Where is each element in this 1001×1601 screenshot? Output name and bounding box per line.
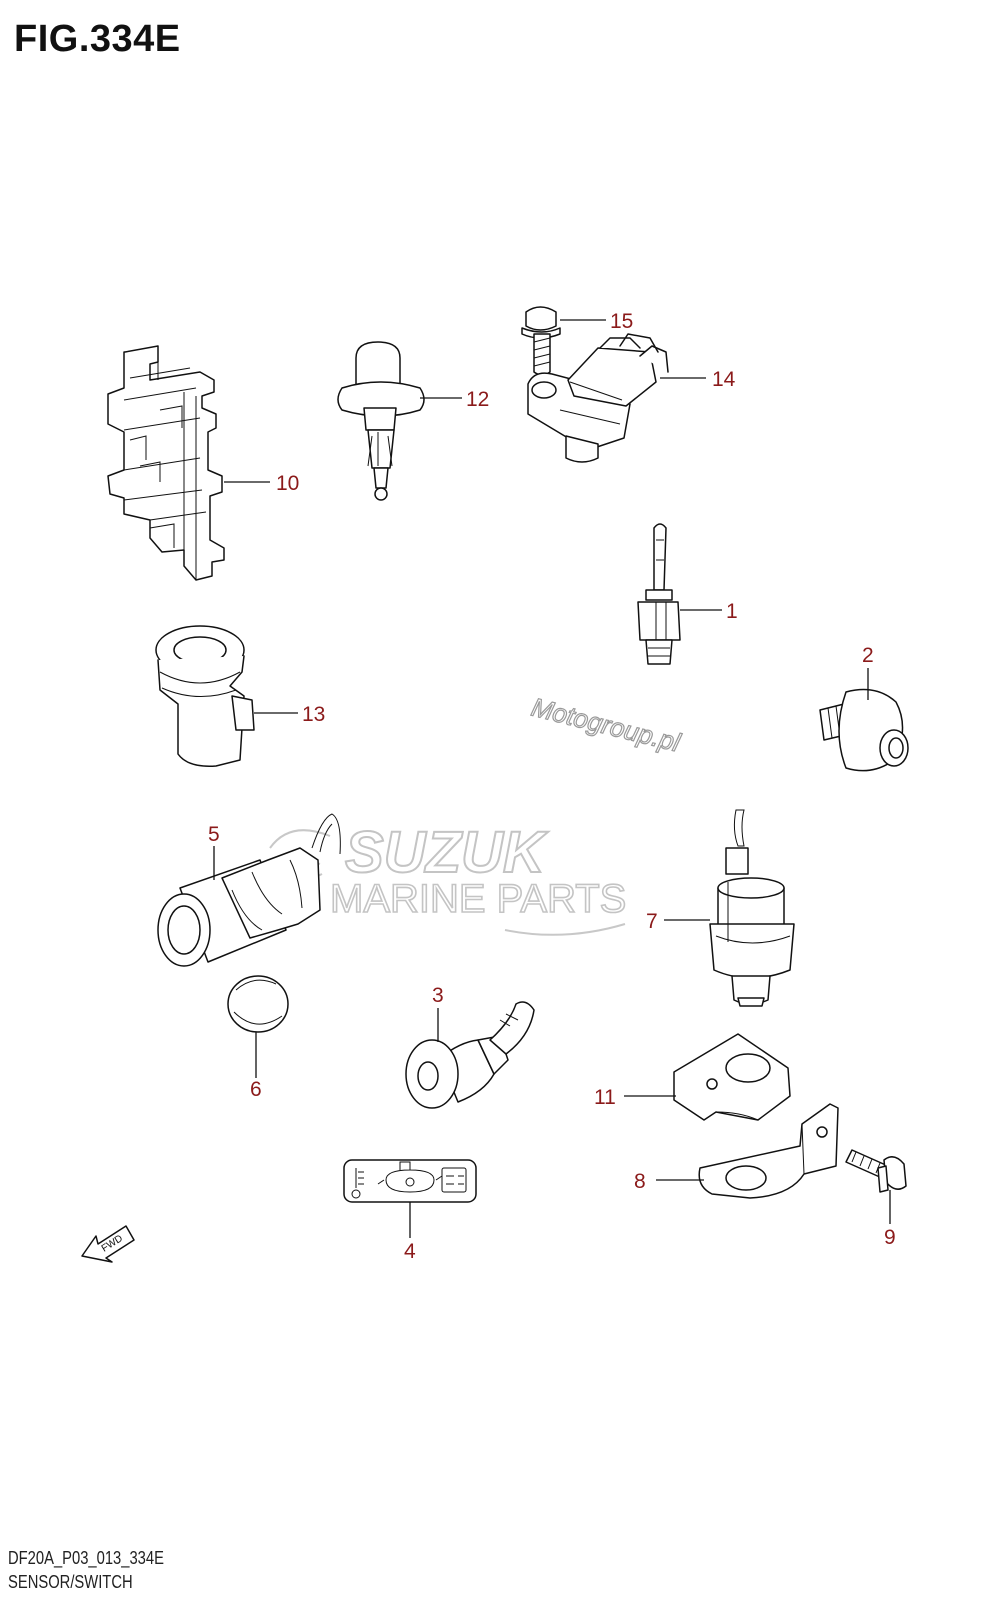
callout-3[interactable]: 3 (432, 984, 444, 1007)
battery-icon (441, 1167, 467, 1193)
brand-watermark-swoosh (504, 923, 626, 936)
part-9-bolt (845, 1149, 907, 1193)
callout-15[interactable]: 15 (610, 310, 633, 333)
callout-6[interactable]: 6 (250, 1078, 262, 1101)
callout-1[interactable]: 1 (726, 600, 738, 623)
callout-8[interactable]: 8 (634, 1170, 646, 1193)
figure-code: DF20A_P03_013_334E (8, 1548, 164, 1568)
brand-watermark: SUZUK MARINE PARTS (261, 819, 627, 936)
callout-9[interactable]: 9 (884, 1226, 896, 1249)
part-4-label (343, 1159, 477, 1203)
oil-can-icon (377, 1161, 443, 1193)
part-1-sensor (637, 523, 681, 665)
callouts: 15 14 12 10 1 2 13 5 7 6 3 11 8 9 4 (208, 310, 896, 1263)
thermometer-icon (351, 1168, 364, 1199)
part-15-bolt (521, 306, 561, 376)
part-13-rubber-boot (155, 625, 255, 767)
callout-4[interactable]: 4 (404, 1240, 416, 1263)
brand-watermark-line1: SUZUK (345, 820, 549, 885)
part-2-knock-sensor (819, 688, 909, 772)
figure-title: FIG.334E (14, 18, 181, 60)
figure-name: SENSOR/SWITCH (8, 1572, 133, 1592)
part-8-bracket (698, 1103, 839, 1199)
part-6-cap (227, 975, 289, 1033)
leader-lines (213, 319, 891, 1238)
callout-14[interactable]: 14 (712, 368, 736, 391)
part-5-connector (157, 813, 341, 967)
motogroup-watermark: Motogroup.pl (528, 691, 685, 758)
brand-watermark-line2: MARINE PARTS (330, 877, 626, 921)
part-10-clamp-bracket (107, 345, 225, 581)
callout-5[interactable]: 5 (208, 823, 220, 846)
part-11-plate (673, 1033, 791, 1121)
callout-11[interactable]: 11 (594, 1086, 616, 1109)
callout-13[interactable]: 13 (302, 703, 325, 726)
fwd-arrow-icon: FWD (81, 1225, 135, 1263)
part-14-map-sensor (527, 333, 669, 463)
callout-10[interactable]: 10 (276, 472, 299, 495)
callout-2[interactable]: 2 (862, 644, 874, 667)
part-3-hose-sensor (405, 1001, 535, 1109)
part-7-pressure-switch (709, 809, 795, 1007)
part-12-temp-sensor (337, 341, 425, 501)
callout-12[interactable]: 12 (466, 388, 489, 411)
motogroup-watermark-text: Motogroup.pl (529, 692, 685, 758)
callout-7[interactable]: 7 (646, 910, 658, 933)
